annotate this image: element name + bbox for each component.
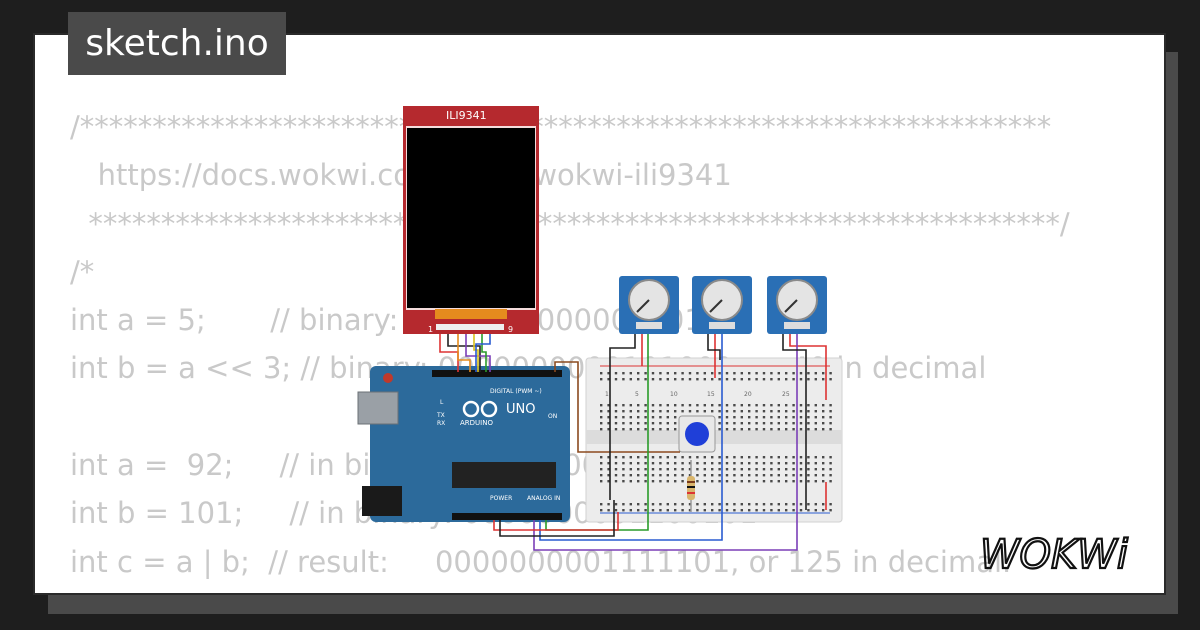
file-title: sketch.ino (68, 12, 286, 75)
tx-label: TX (436, 412, 445, 419)
wokwi-logo: WOKWi (979, 531, 1129, 576)
arduino-logo-icon (462, 400, 498, 418)
bb-col-label: 5 (635, 391, 639, 398)
resistor (687, 460, 695, 512)
bb-col-label: 25 (782, 391, 790, 398)
push-button[interactable] (678, 415, 716, 453)
code-line: /* (70, 254, 95, 289)
bb-col-label: 10 (670, 391, 678, 398)
uno-label: UNO (506, 402, 535, 417)
rx-label: RX (437, 420, 445, 427)
wires (439, 334, 827, 551)
potentiometer-2[interactable] (692, 276, 752, 334)
arduino-brand: ARDUINO (460, 419, 493, 427)
display-label: ILI9341 (446, 109, 487, 122)
potentiometer-3[interactable] (767, 276, 827, 334)
display-pin-last: 9 (508, 325, 513, 334)
digital-label: DIGITAL (PWM ~) (490, 388, 542, 395)
potentiometer-1[interactable] (619, 276, 679, 334)
analog-label: ANALOG IN (527, 495, 560, 502)
bb-col-label: 15 (707, 391, 715, 398)
code-line: /***************************************… (70, 110, 1052, 144)
on-label: ON (548, 413, 557, 420)
display-pin-first: 1 (428, 325, 433, 334)
reset-button[interactable] (383, 373, 393, 383)
code-line: ****************************************… (70, 206, 1070, 241)
arduino-uno-board[interactable]: DIGITAL (PWM ~) UNO ARDUINO ON TX RX L P… (357, 366, 570, 522)
ili9341-display[interactable]: ILI9341 1 9 (403, 106, 539, 334)
l-label: L (440, 399, 444, 406)
power-label: POWER (490, 495, 512, 502)
wokwi-logo-text: WOKWi (980, 532, 1128, 576)
bb-col-label: 20 (744, 391, 752, 398)
bb-col-label: 1 (605, 391, 609, 398)
